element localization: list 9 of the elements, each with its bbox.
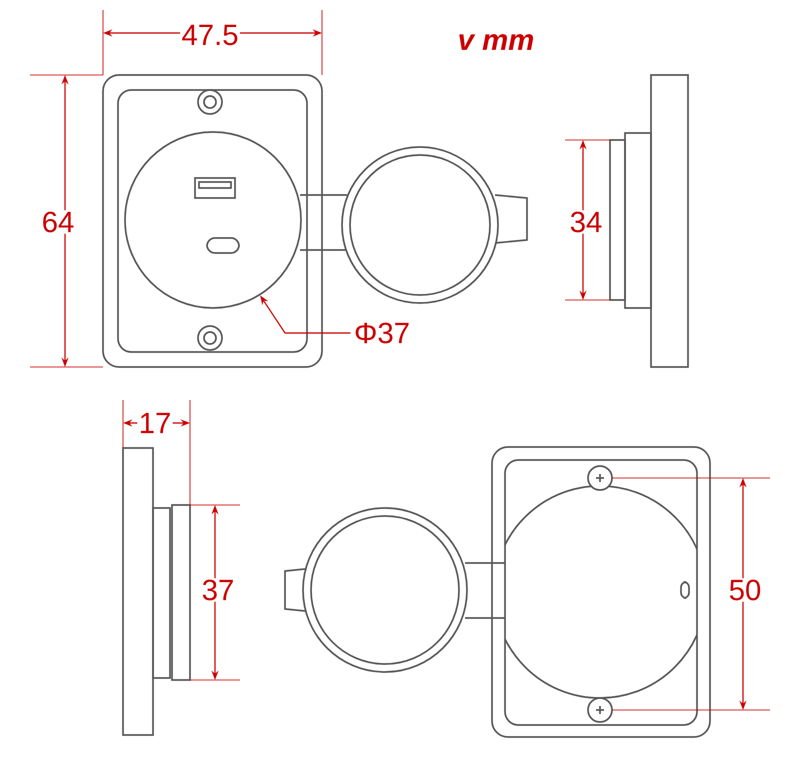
dimension-label: 17 [137, 412, 173, 434]
unit-note: v mm [456, 32, 536, 52]
dimension-label: 47.5 [180, 23, 240, 47]
dimension-label: 50 [727, 578, 763, 602]
dimension-label: 64 [40, 210, 76, 234]
dimension-label: 34 [568, 210, 604, 234]
dimension-label: Φ37 [356, 322, 409, 344]
socket-circle [124, 131, 302, 309]
dimension-label: 37 [200, 578, 236, 602]
